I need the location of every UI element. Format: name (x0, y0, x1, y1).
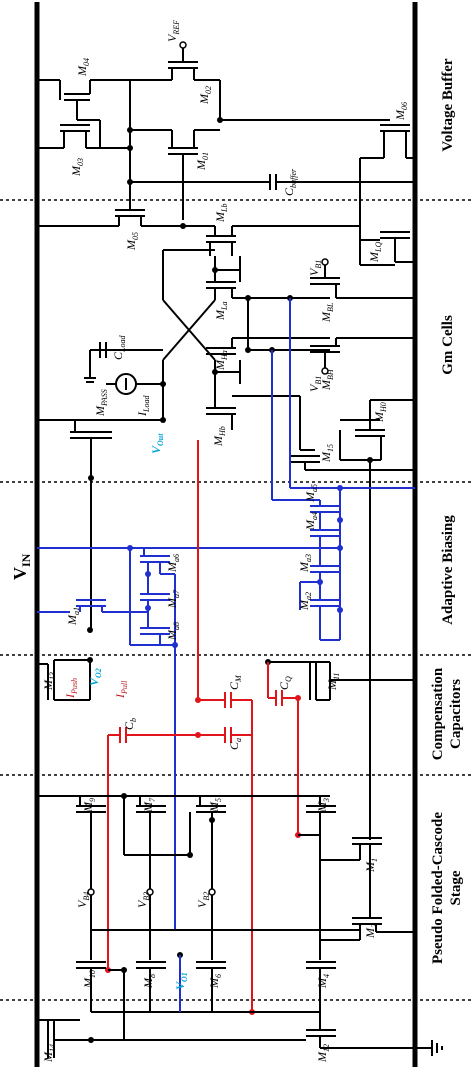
label-mh0: MH0 (372, 402, 388, 423)
label-ma8: Ma8 (165, 622, 181, 641)
label-vb4: VB4 (75, 892, 91, 908)
label-m4: M4 (315, 974, 331, 989)
label-ma3: Ma3 (297, 554, 313, 573)
adaptive-biasing-circuit (37, 298, 415, 930)
label-ma5: Ma5 (303, 484, 319, 503)
label-vref: VREF (165, 20, 181, 42)
label-vb1-bottom: VB1 (307, 376, 323, 392)
label-vb2: VB2 (195, 892, 211, 908)
label-iload: ILoad (135, 395, 151, 417)
label-m01: M01 (194, 152, 210, 171)
label-cq: CQ (277, 676, 293, 690)
label-m5: M5 (207, 798, 223, 813)
label-m12: M12 (315, 1044, 331, 1063)
label-vout: VOut (149, 433, 165, 454)
label-mha: MHa (213, 350, 229, 371)
label-m3: M3 (315, 798, 331, 813)
label-cb: Cb (122, 718, 138, 730)
label-ma1: Ma1 (65, 607, 81, 626)
label-ma4: Ma4 (303, 512, 319, 531)
label-m6: M6 (207, 974, 223, 989)
section-voltage-buffer: Voltage Buffer (440, 58, 456, 152)
label-m9: M9 (81, 798, 97, 813)
label-ma6: Ma6 (165, 554, 181, 573)
label-mbh: MBH (319, 368, 335, 391)
label-m13: M13 (41, 672, 57, 691)
label-m02: M02 (197, 86, 213, 105)
label-m2: M2 (363, 924, 379, 939)
label-m06: M06 (393, 102, 409, 121)
label-ipush: IPush (63, 678, 79, 699)
label-ipull: IPull (113, 680, 129, 699)
section-pseudo-line2: Stage (448, 870, 464, 905)
label-cload: CLoad (111, 335, 127, 360)
ground-symbol (415, 1040, 443, 1056)
label-mla: MLa (213, 302, 229, 321)
voltage-buffer-circuit (37, 41, 415, 225)
label-vo2: VO2 (87, 668, 103, 686)
label-ca: Ca (227, 738, 243, 750)
label-cbuffer: Cbuffer (282, 168, 298, 196)
vin-label: VIN (10, 553, 33, 580)
section-pseudo-line1: Pseudo Folded-Cascode (430, 812, 446, 964)
label-m03: M03 (69, 158, 85, 177)
label-m11: M11 (325, 673, 341, 691)
label-m10: M10 (81, 970, 97, 989)
section-adaptive-biasing: Adaptive Biasing (440, 515, 456, 625)
pseudo-folded-cascode-circuit (37, 793, 415, 1058)
label-ma7: Ma7 (165, 589, 181, 609)
label-vo1: VO1 (173, 972, 189, 990)
section-gm-cells: Gm Cells (440, 315, 456, 375)
section-compensation-line1: Compensation (430, 667, 446, 760)
label-m7: M7 (141, 797, 157, 813)
label-m8: M8 (141, 974, 157, 989)
label-mlq: MLQ (367, 242, 383, 263)
label-mbl: MBL (319, 302, 335, 323)
label-mpass: MPASS (93, 389, 109, 417)
label-cm: CM (227, 674, 243, 690)
label-m15: M15 (319, 444, 335, 463)
label-m1: M1 (363, 858, 379, 873)
label-vb1-top: VB1 (307, 260, 323, 276)
label-mhb: MHb (211, 426, 227, 447)
label-mlb: MLb (213, 204, 229, 223)
gm-cells-circuit (37, 200, 415, 840)
section-compensation-line2: Capacitors (448, 679, 464, 749)
label-ma2: Ma2 (297, 592, 313, 611)
label-m05: M05 (124, 232, 140, 251)
compensation-circuit (37, 440, 415, 1015)
label-m04: M04 (75, 58, 91, 77)
label-m14: M14 (41, 1044, 57, 1063)
label-vb3: VB3 (135, 892, 151, 908)
